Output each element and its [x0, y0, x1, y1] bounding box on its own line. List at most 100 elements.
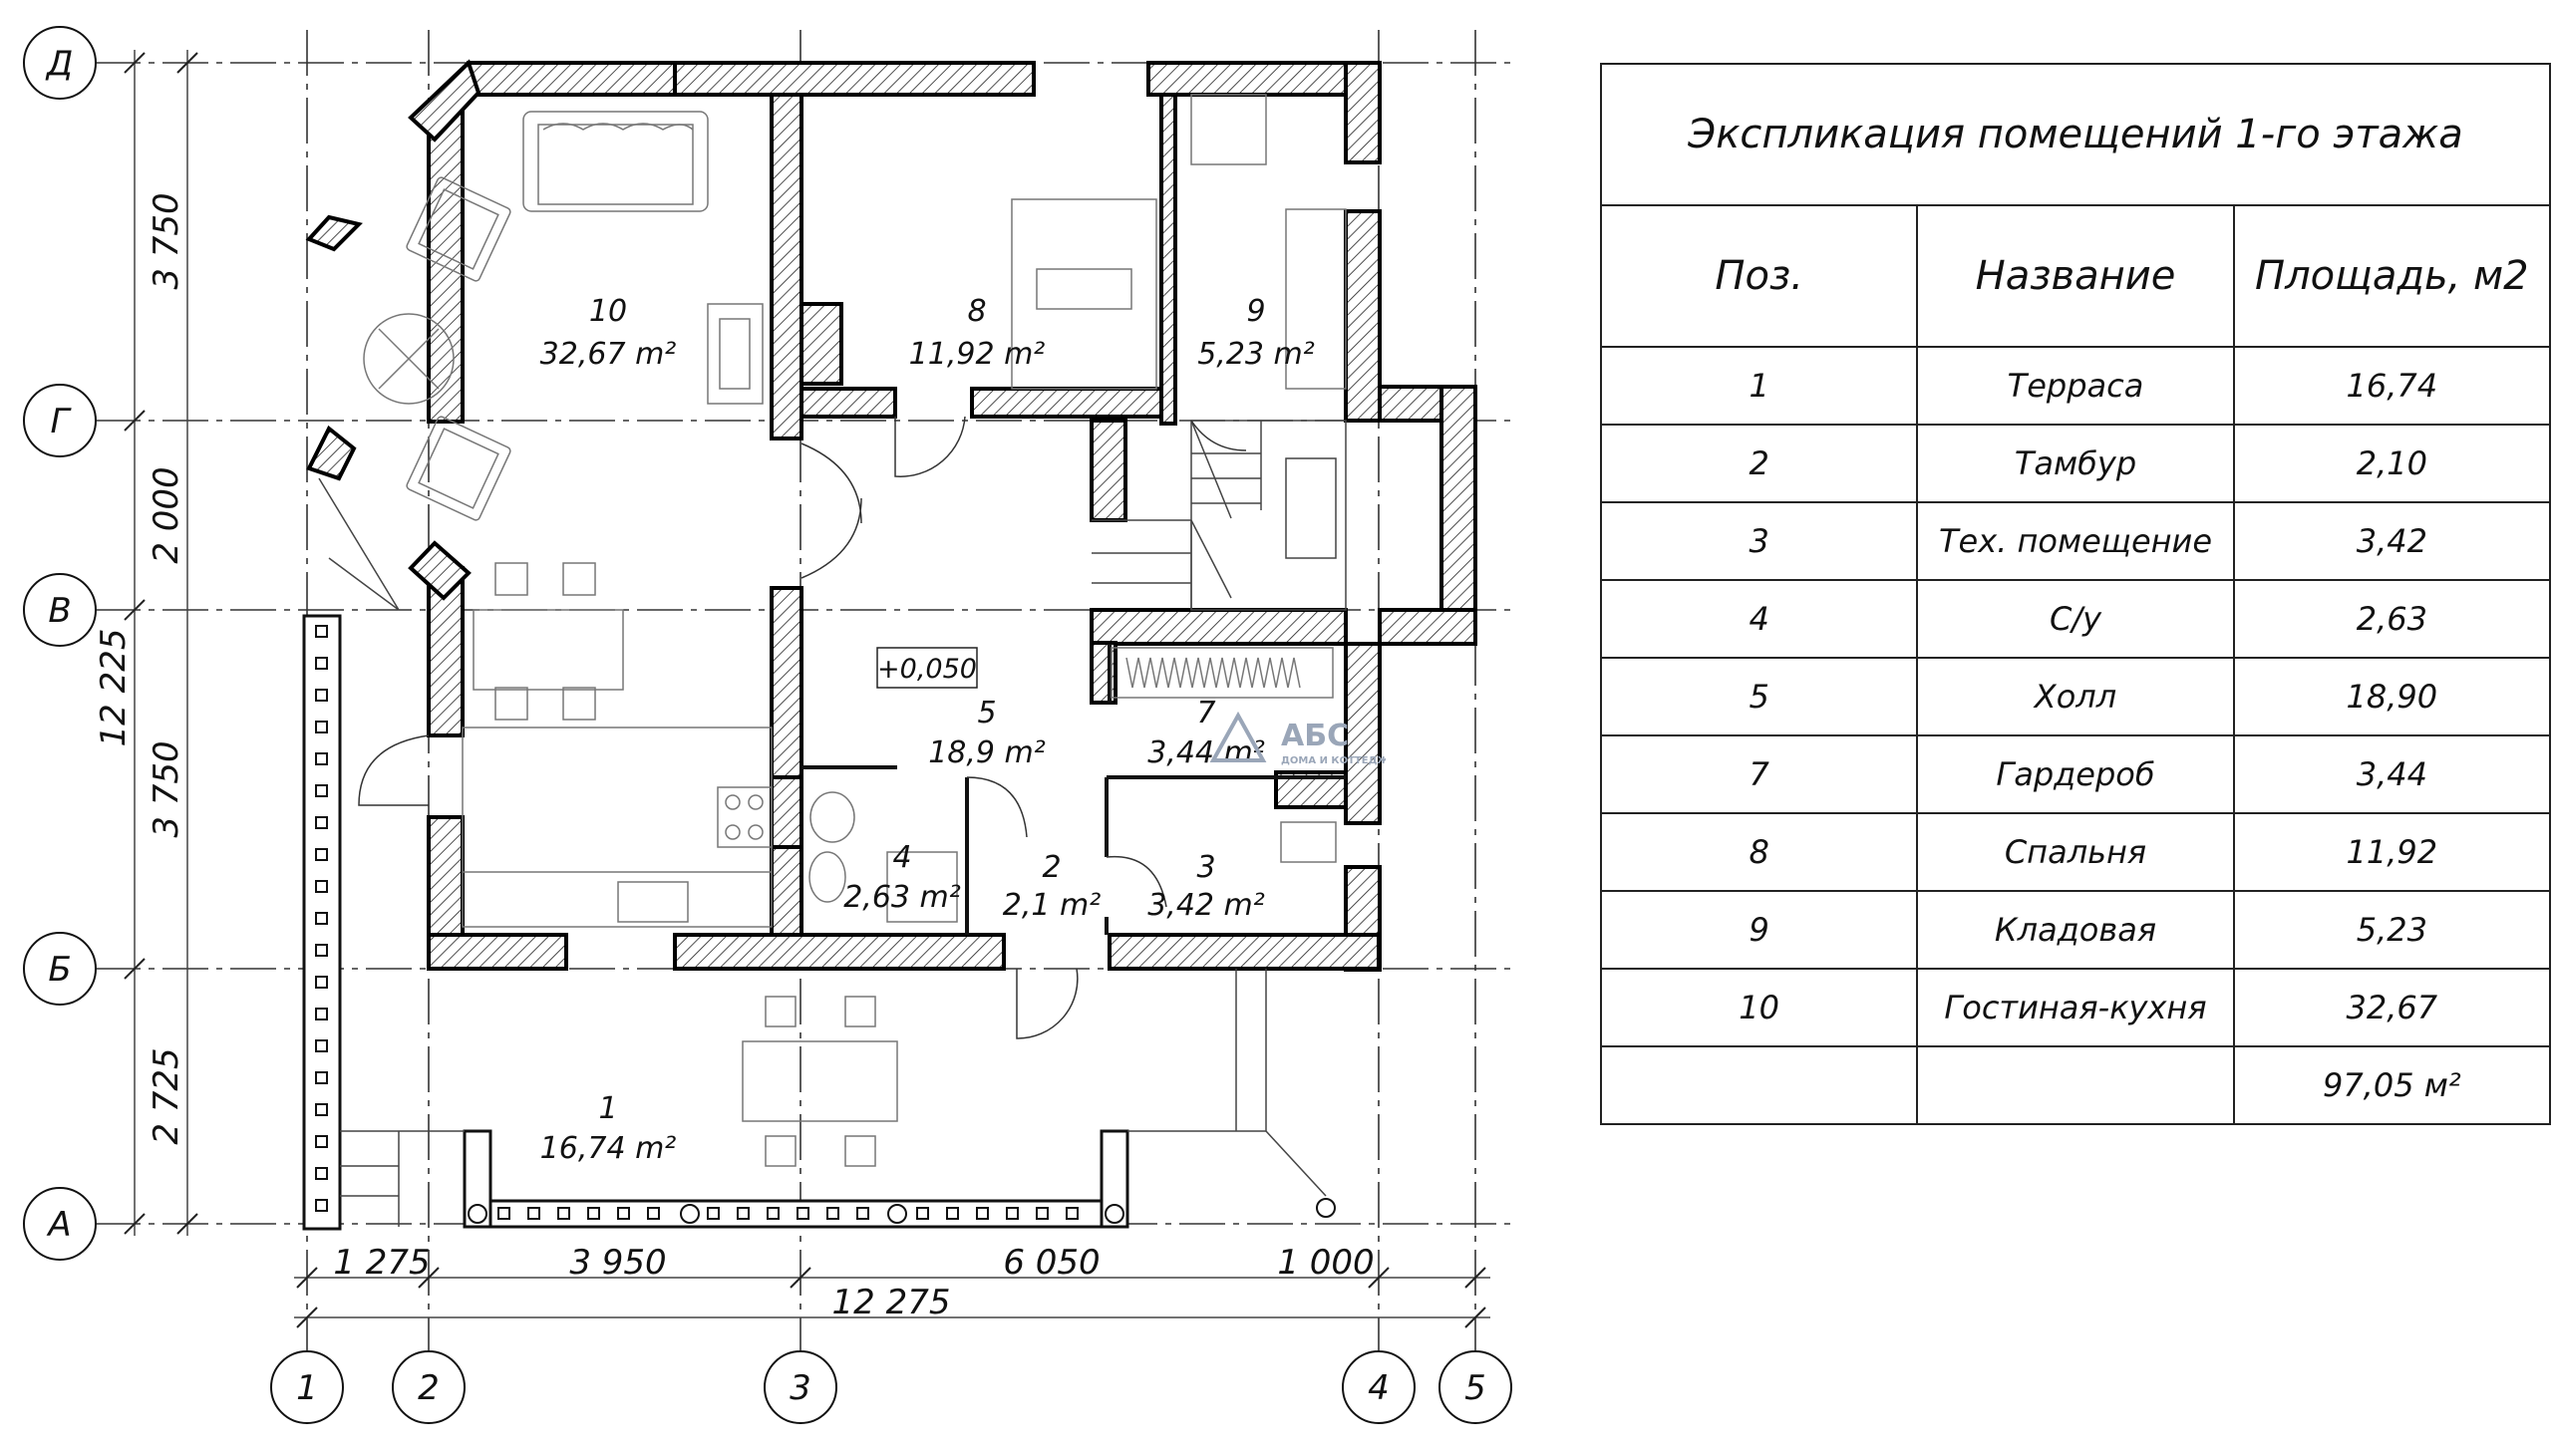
- terrace-railing: [302, 614, 1336, 1231]
- cell-position: 4: [1599, 579, 1919, 659]
- axis-label: А: [46, 1205, 71, 1245]
- fireplace-icon: [707, 303, 764, 405]
- axis-label: 2: [418, 1368, 440, 1408]
- cell-position: 7: [1599, 734, 1919, 814]
- dining-table-icon: [473, 562, 624, 721]
- terrace-steps: [318, 477, 1327, 1227]
- axis-marker-col-4: 4: [1342, 1350, 1416, 1424]
- room-area: 11,92 m²: [909, 337, 1046, 372]
- sofa-icon: [522, 111, 709, 212]
- door-swings: [358, 416, 1247, 1039]
- dimension-label: 3 950: [569, 1243, 666, 1283]
- cell-position: 1: [1599, 346, 1919, 426]
- table-header-row: Поз. Название Площадь, м2: [1599, 204, 2552, 348]
- cell-position: 9: [1599, 890, 1919, 970]
- cell-area: 3,42: [2232, 501, 2552, 581]
- coffee-table-icon: [363, 313, 455, 405]
- room-label-3: 3 3,42 m²: [1147, 850, 1265, 923]
- logo-tagline: ДОМА И КОТТЕДЖИ: [1281, 755, 1386, 766]
- axis-label: 4: [1368, 1368, 1390, 1408]
- column-axis-markers: 1 2 3 4 5: [270, 1350, 1512, 1424]
- cell-name: Тех. помещение: [1916, 501, 2235, 581]
- cell-position: 5: [1599, 657, 1919, 736]
- boiler-icon: [1280, 821, 1337, 863]
- room-area: 18,9 m²: [928, 735, 1046, 770]
- table-row: 10 Гостиная-кухня 32,67: [1599, 968, 2552, 1047]
- dimension-label: 6 050: [1003, 1243, 1100, 1283]
- shelving-icon: [1190, 94, 1347, 390]
- room-label-2: 2 2,1 m²: [1003, 850, 1102, 923]
- table-total-row: 97,05 м²: [1599, 1045, 2552, 1125]
- cell-area: 2,63: [2232, 579, 2552, 659]
- room-number: 7: [1196, 696, 1215, 730]
- room-number: 1: [598, 1091, 617, 1126]
- room-number: 8: [967, 294, 986, 329]
- axis-marker-col-1: 1: [270, 1350, 344, 1424]
- table-row: 2 Тамбур 2,10: [1599, 424, 2552, 503]
- axis-label: 5: [1464, 1368, 1486, 1408]
- axis-marker-row-V: В: [23, 573, 97, 647]
- furniture: [363, 94, 1347, 1167]
- cell-position: 10: [1599, 968, 1919, 1047]
- room-explication-table: Экспликация помещений 1-го этажа Поз. На…: [1599, 63, 2552, 1125]
- axis-label: 3: [790, 1368, 811, 1408]
- cell-name: Спальня: [1916, 812, 2235, 892]
- bed-icon: [1011, 198, 1157, 390]
- room-label-10: 10 32,67 m²: [540, 294, 677, 372]
- room-number: 9: [1246, 294, 1265, 329]
- room-label-8: 8 11,92 m²: [909, 294, 1046, 372]
- armchair-icon: [406, 176, 511, 282]
- table-row: 8 Спальня 11,92: [1599, 812, 2552, 892]
- room-area: 32,67 m²: [540, 337, 677, 372]
- table-row: 3 Тех. помещение 3,42: [1599, 501, 2552, 581]
- table-title: Экспликация помещений 1-го этажа: [1600, 63, 2551, 206]
- cell-name: Гардероб: [1916, 734, 2235, 814]
- level-mark-value: +0,050: [877, 654, 977, 685]
- partitions: [801, 644, 1346, 935]
- table-row: 7 Гардероб 3,44: [1599, 734, 2552, 814]
- dimension-label: 2 000: [147, 466, 186, 563]
- room-number: 5: [977, 696, 996, 730]
- axis-label: Б: [48, 950, 71, 990]
- toilet-icon: [808, 791, 958, 923]
- floor-plan-drawing: Д Г В Б А 1 2 3 4 5 3 750: [23, 26, 1515, 1424]
- cell-empty: [1599, 1045, 1919, 1125]
- room-number: 4: [892, 840, 911, 875]
- staircase: [1092, 420, 1347, 611]
- room-area: 16,74 m²: [540, 1131, 677, 1166]
- bottom-dimension-chain: 1 275 3 950 6 050 1 000 12 275: [294, 1243, 1490, 1328]
- cell-name: Холл: [1916, 657, 2235, 736]
- cell-area: 3,44: [2232, 734, 2552, 814]
- axis-marker-row-B: Б: [23, 932, 97, 1006]
- cell-area: 11,92: [2232, 812, 2552, 892]
- room-label-5: 5 18,9 m²: [928, 696, 1046, 770]
- total-area: 97,05 м²: [2232, 1045, 2552, 1125]
- room-area: 3,44 m²: [1147, 735, 1265, 770]
- cell-area: 5,23: [2232, 890, 2552, 970]
- wardrobe-icon: [1111, 647, 1334, 699]
- table-row: 5 Холл 18,90: [1599, 657, 2552, 736]
- cell-name: Кладовая: [1916, 890, 2235, 970]
- axis-label: В: [48, 591, 71, 631]
- cell-area: 18,90: [2232, 657, 2552, 736]
- room-number: 2: [1042, 850, 1061, 885]
- row-axis-markers: Д Г В Б А: [23, 26, 97, 1261]
- cell-area: 32,67: [2232, 968, 2552, 1047]
- column-header-name: Название: [1916, 204, 2235, 348]
- table-row: 9 Кладовая 5,23: [1599, 890, 2552, 970]
- room-labels: 10 32,67 m² 8 11,92 m² 9 5,23 m² 5 18,9 …: [540, 294, 1315, 1166]
- room-number: 10: [589, 294, 627, 329]
- cell-name: Тамбур: [1916, 424, 2235, 503]
- dimension-label: 2 725: [147, 1047, 186, 1144]
- dimension-label: 1 000: [1277, 1243, 1374, 1283]
- terrace-table-icon: [742, 996, 898, 1167]
- level-mark: +0,050: [876, 647, 978, 689]
- cell-area: 16,74: [2232, 346, 2552, 426]
- axis-marker-row-D: Д: [23, 26, 97, 100]
- company-logo: АБС ДОМА И КОТТЕДЖИ: [1209, 711, 1386, 766]
- cell-position: 2: [1599, 424, 1919, 503]
- cell-position: 3: [1599, 501, 1919, 581]
- axis-label: Д: [45, 44, 74, 84]
- room-area: 5,23 m²: [1197, 337, 1315, 372]
- logo-name: АБС: [1281, 719, 1349, 753]
